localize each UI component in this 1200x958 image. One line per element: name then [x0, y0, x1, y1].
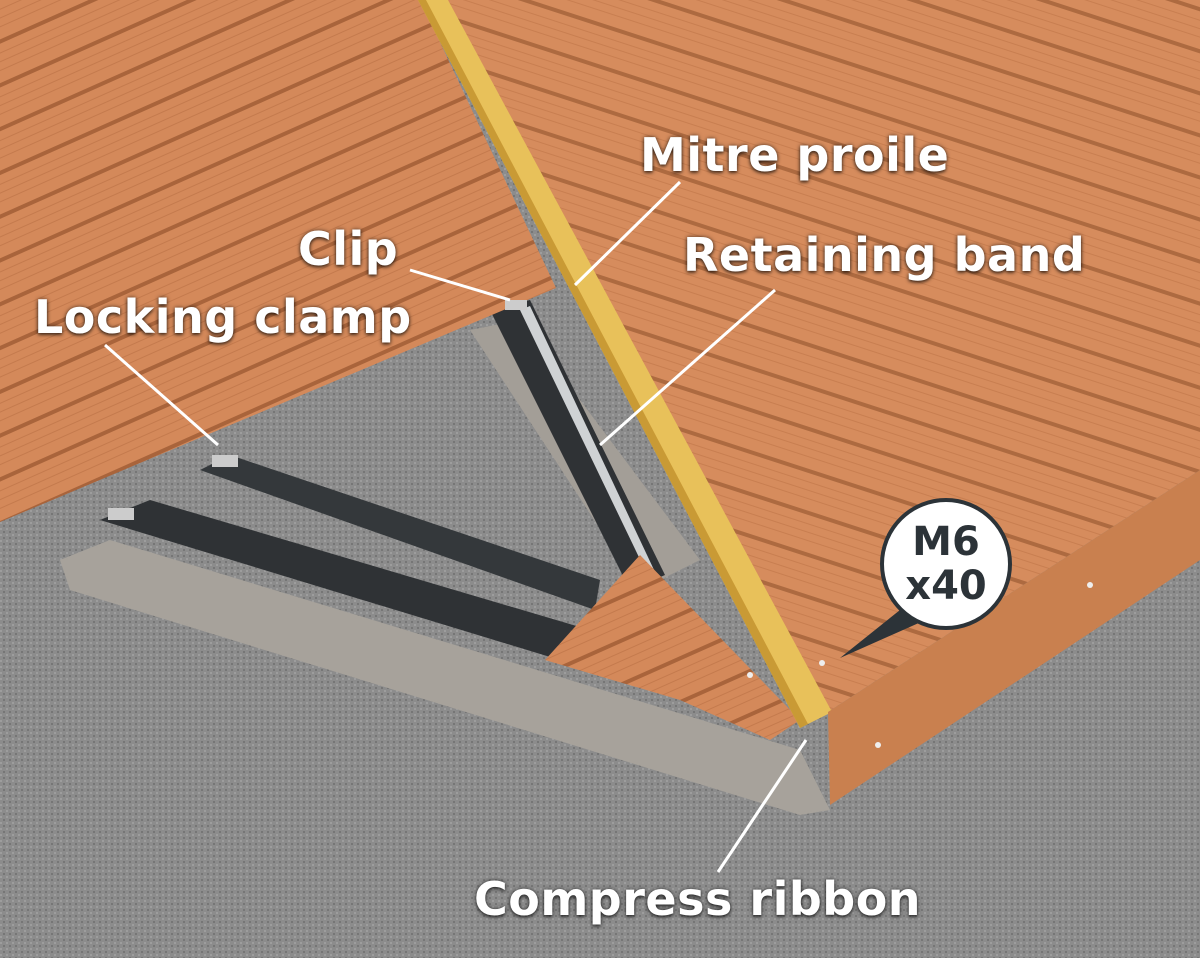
locking-clamp-hardware	[212, 455, 238, 467]
frame-beam-back	[200, 455, 600, 610]
clip-hardware	[505, 300, 527, 310]
front-deck-boards	[545, 555, 800, 740]
leader-lines	[104, 180, 808, 873]
label-retaining-band: Retaining band	[683, 228, 1086, 282]
frame-beam-front	[100, 500, 590, 660]
badge-line-1: M6	[912, 519, 980, 565]
screw	[819, 660, 825, 666]
mitre-profile-edge	[418, 0, 808, 728]
badge-pointer	[840, 610, 930, 658]
screw	[1087, 582, 1093, 588]
screw-size-badge: M6 x40	[880, 498, 1012, 630]
right-deck-boards	[445, 0, 1200, 712]
label-compress-ribbon: Compress ribbon	[474, 872, 922, 926]
label-locking-clamp: Locking clamp	[34, 290, 412, 344]
retaining-band-strip	[520, 306, 655, 576]
screw	[747, 672, 753, 678]
label-clip: Clip	[298, 222, 399, 276]
left-deck-boards	[0, 0, 556, 522]
label-mitre-profile: Mitre proile	[640, 128, 950, 182]
concrete-base	[60, 540, 830, 815]
screw	[875, 742, 881, 748]
badge-line-2: x40	[905, 563, 987, 609]
fascia-board	[828, 470, 1200, 805]
locking-clamp-hardware	[108, 508, 134, 520]
